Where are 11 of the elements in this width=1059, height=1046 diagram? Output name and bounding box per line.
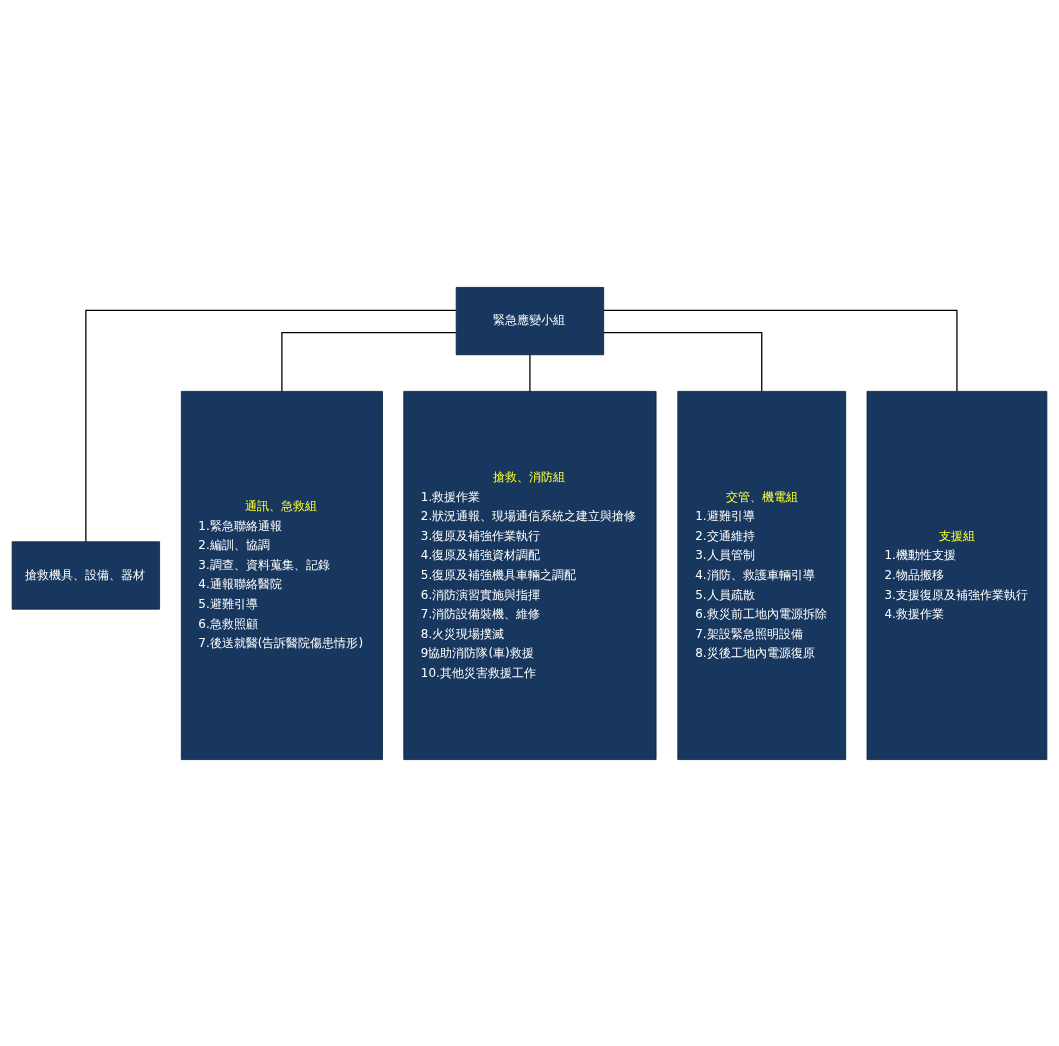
connector bbox=[281, 331, 457, 392]
node-box: 支援組 1.機動性支援 2.物品搬移 3.支援復原及補強作業執行 4.救援作業 bbox=[866, 390, 1048, 760]
node-box: 緊急應變小組 bbox=[455, 286, 605, 355]
connector bbox=[529, 353, 531, 392]
connector bbox=[85, 309, 457, 542]
node-box: 交管、機電組 1.避難引導 2.交通維持 3.人員管制 4.消防、救護車輛引導 5.人員疏散 6.救災前工地內電源拆除 7.架設緊急照明設備 8.災後工地內電源復原 bbox=[677, 390, 847, 760]
node-box: 通訊、急救組 1.緊急聯絡通報 2.編訓、協調 3.調查、資料蒐集、記錄 4.通報聯絡醫院 5.避難引導 6.急救照顧 7.後送就醫(告訴醫院傷患情形) bbox=[180, 390, 383, 760]
node-box: 搶救、消防組 1.救援作業 2.狀況通報、現場通信系統之建立與搶修 3.復原及補強作業執行 4.復原及補強資材調配 5.復原及補強機具車輛之調配 6.消防演習實施與指揮 7.消防設備裝機、維修 8.火災現場撲滅 9協助消防隊(車)救援 10.其他災害救援工作 bbox=[403, 390, 657, 760]
node-box: 搶救機具、設備、器材 bbox=[11, 540, 161, 610]
connector bbox=[603, 309, 958, 392]
connector bbox=[603, 331, 763, 392]
